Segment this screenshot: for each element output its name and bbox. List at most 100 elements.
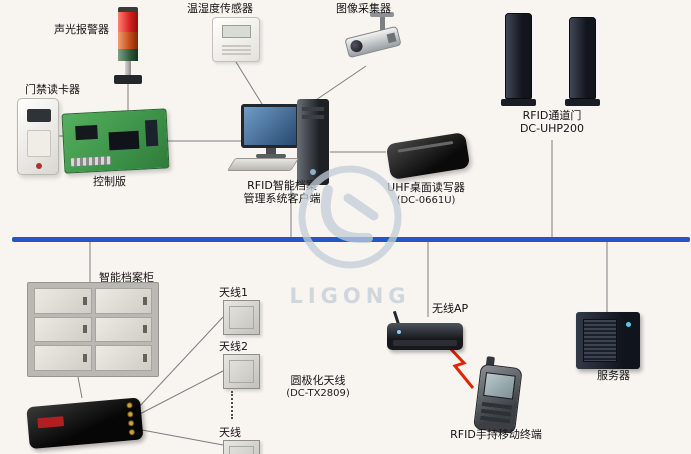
ap-body — [387, 323, 463, 350]
client-keyboard — [226, 158, 300, 171]
wireless-ap-label: 无线AP — [432, 302, 469, 315]
uhf-reader-trim — [397, 140, 454, 153]
control-board-device — [61, 108, 170, 174]
fixed-rfid-reader-device — [26, 391, 150, 454]
tower-cap — [118, 7, 138, 12]
gate-label-line1: RFID通道门 — [522, 109, 582, 122]
client-monitor — [241, 104, 299, 148]
camera-lens — [349, 38, 364, 54]
link-cabinet-to-reader — [77, 376, 83, 399]
reader-pad — [27, 130, 51, 157]
uhf-label-line2: (DC-0661U) — [396, 195, 456, 206]
wireless-ap-device — [387, 310, 463, 357]
ap-led — [397, 330, 401, 334]
sensor-vents — [222, 45, 251, 55]
antenna-panel-2 — [223, 354, 260, 389]
handheld-body — [473, 363, 523, 435]
handheld-keypad — [479, 401, 513, 427]
tower-pole — [125, 61, 131, 75]
door-reader-label: 门禁读卡器 — [25, 83, 80, 96]
tower-green-segment — [118, 49, 138, 61]
polarized-antenna-label: 圆极化天线 (DC-TX2809) — [276, 374, 360, 400]
antenna2-label: 天线2 — [219, 340, 248, 353]
gate-label-line2: DC-UHP200 — [519, 122, 585, 135]
cabinet-door — [34, 288, 92, 314]
link-camera-to-client — [309, 65, 367, 105]
network-bus-line — [12, 237, 690, 242]
channel-gate-label: RFID通道门 DC-UHP200 — [500, 109, 604, 135]
link-sensor-to-client — [235, 61, 263, 105]
handheld-screen — [483, 372, 516, 400]
antenna-panel-last — [223, 440, 260, 454]
connector-group — [59, 61, 608, 446]
tower-orange-segment — [118, 32, 138, 49]
reader-led — [36, 163, 42, 169]
handheld-terminal-device — [473, 356, 527, 436]
lightning-bolt-icon — [446, 344, 475, 389]
antenna1-label: 天线1 — [219, 286, 248, 299]
reader-display — [27, 109, 51, 122]
client-label-line1: RFID智能档案 — [247, 179, 317, 192]
gate-pillar-right — [569, 17, 596, 99]
gate-pillar-left — [505, 13, 532, 99]
camera-mount-plate — [370, 12, 394, 17]
camera-label: 图像采集器 — [336, 2, 391, 15]
drive-bay — [302, 115, 324, 119]
tower-base — [114, 75, 142, 84]
client-label: RFID智能档案 管理系统客户端 — [230, 179, 334, 205]
archive-cabinet-device — [27, 282, 159, 377]
server-label: 服务器 — [597, 369, 630, 382]
control-board-label: 控制版 — [93, 175, 126, 188]
cabinet-label: 智能档案柜 — [99, 271, 154, 284]
uhf-label-line1: UHF桌面读写器 — [387, 181, 465, 194]
tower-red-segment — [118, 12, 138, 32]
uhf-desktop-reader-device — [385, 131, 471, 181]
pcb-chip — [75, 124, 98, 141]
fixed-reader-red-tag — [37, 416, 65, 429]
power-button — [310, 169, 316, 175]
gate-base-right — [565, 99, 600, 106]
antenna-ellipsis-dots — [231, 391, 233, 419]
pcb-chip — [144, 119, 159, 147]
camera-device — [342, 12, 408, 70]
uhf-reader-body — [385, 131, 471, 181]
server-front-mesh — [583, 319, 617, 362]
alarm-tower-light — [113, 7, 143, 85]
server-led — [626, 322, 631, 327]
pcb-connector-strip — [70, 156, 112, 167]
uhf-reader-label: UHF桌面读写器 (DC-0661U) — [378, 181, 474, 207]
antenna-port — [127, 411, 134, 418]
door-card-reader-device — [17, 98, 59, 175]
cabinet-door — [94, 316, 152, 343]
antenna-port — [128, 428, 136, 436]
monitor-neck — [266, 148, 276, 154]
link-antenna3-to-reader — [141, 429, 224, 446]
monitor-stand — [256, 154, 286, 158]
client-tower-case — [297, 99, 329, 185]
polarized-label-line1: 圆极化天线 — [290, 374, 346, 387]
cabinet-door — [34, 316, 92, 343]
cabinet-door — [94, 345, 152, 371]
cabinet-door — [34, 345, 92, 371]
handheld-terminal-label: RFID手持移动终端 — [450, 428, 542, 441]
antenna-panel-1 — [223, 300, 260, 335]
cabinet-door — [94, 288, 152, 314]
camera-tail — [386, 32, 397, 44]
link-antenna2-to-reader — [135, 370, 224, 417]
server-device — [576, 312, 640, 369]
client-label-line2: 管理系统客户端 — [243, 192, 321, 205]
sensor-lcd — [222, 25, 251, 38]
temperature-sensor-label: 温湿度传感器 — [187, 2, 253, 15]
pcb-chip — [108, 130, 140, 151]
alarm-label: 声光报警器 — [54, 23, 109, 36]
link-antenna1-to-reader — [137, 316, 224, 409]
antenna-port — [126, 402, 133, 409]
monitor-screen — [244, 107, 296, 145]
temperature-sensor-device — [212, 17, 260, 62]
gate-base-left — [501, 99, 536, 106]
camera-body — [344, 25, 402, 59]
ap-front-face — [393, 340, 457, 346]
drive-bay — [302, 107, 324, 111]
